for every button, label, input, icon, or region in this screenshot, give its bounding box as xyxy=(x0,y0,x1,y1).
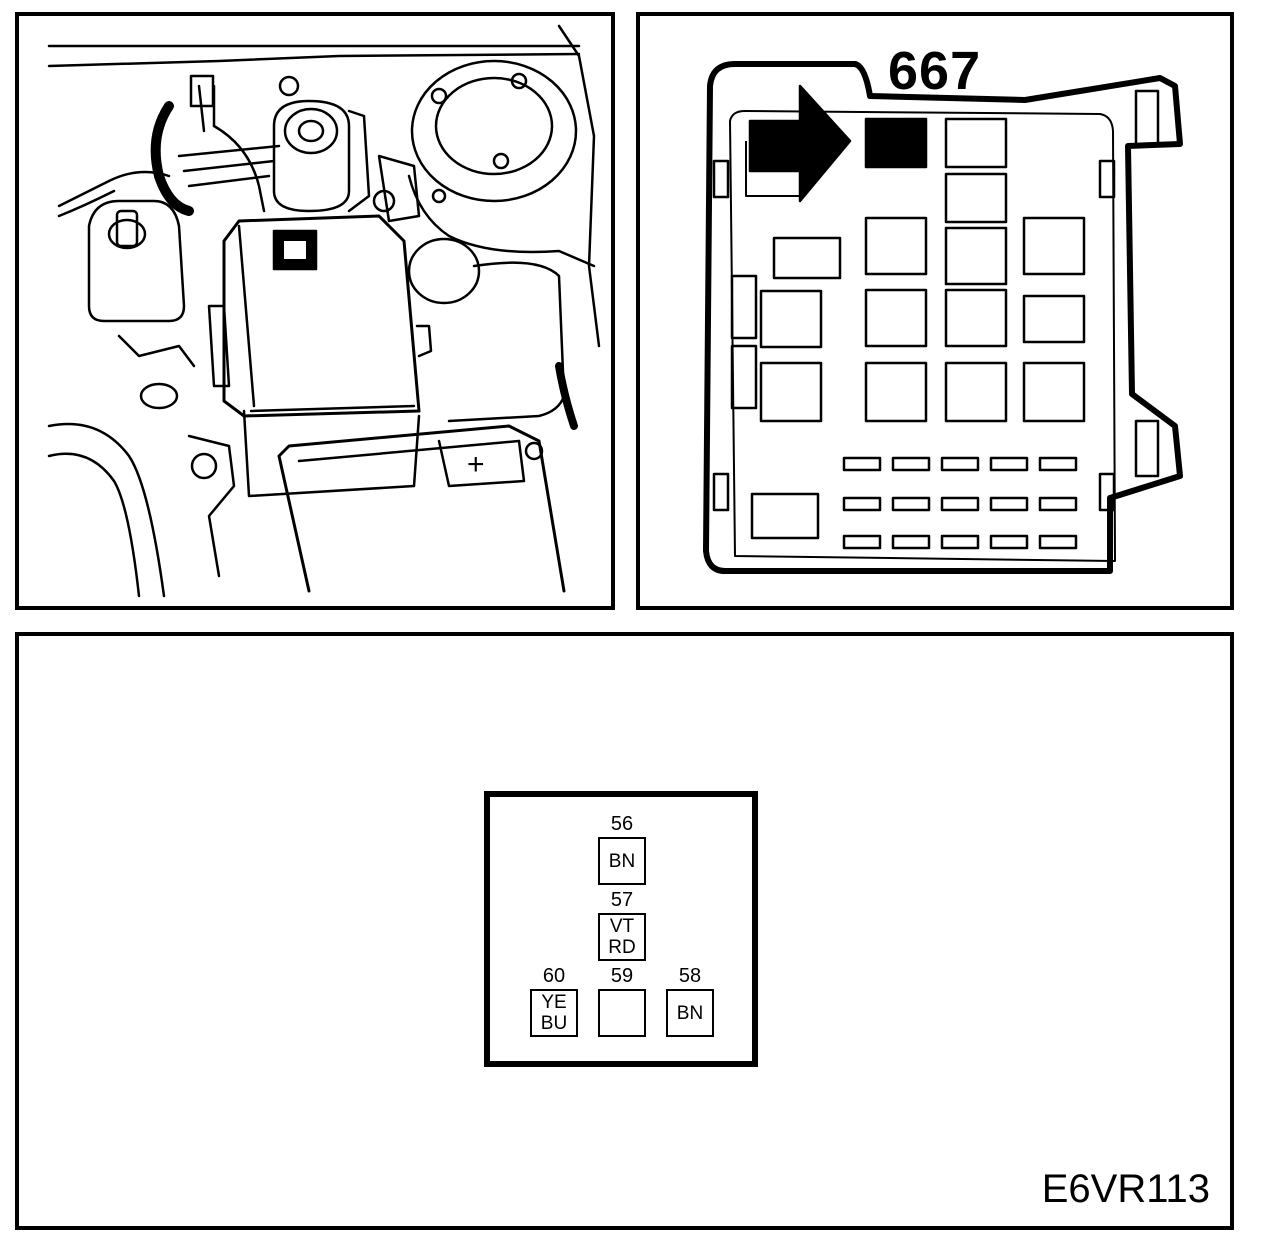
figure-id: E6VR113 xyxy=(1041,1167,1210,1211)
pin-number-57: 57 xyxy=(610,889,634,911)
pin-number-58: 58 xyxy=(678,965,702,987)
pin-number-56: 56 xyxy=(610,813,634,835)
wire-color-60: YE BU xyxy=(540,992,568,1034)
connector-panel: 56 BN 57 VT RD 60 YE BU 59 58 BN E6VR113 xyxy=(15,632,1234,1230)
pin-number-60: 60 xyxy=(542,965,566,987)
connector-face: 56 BN 57 VT RD 60 YE BU 59 58 BN xyxy=(484,791,758,1067)
pin-58: BN xyxy=(666,989,714,1037)
pin-number-59: 59 xyxy=(610,965,634,987)
fusebox-panel: 667 xyxy=(636,12,1234,610)
engine-bay-panel: + xyxy=(15,12,615,610)
wire-color-57: VT RD xyxy=(608,916,636,958)
pin-60: YE BU xyxy=(530,989,578,1037)
pin-57: VT RD xyxy=(598,913,646,961)
wire-color-58: BN xyxy=(676,1002,704,1024)
engine-bay-illustration: + xyxy=(47,24,601,598)
wire-color-56: BN xyxy=(608,850,636,872)
fusebox-layout xyxy=(703,61,1183,574)
component-callout: 667 xyxy=(888,41,982,101)
pin-59 xyxy=(598,989,646,1037)
battery-positive-symbol: + xyxy=(467,448,485,481)
pin-56: BN xyxy=(598,837,646,885)
